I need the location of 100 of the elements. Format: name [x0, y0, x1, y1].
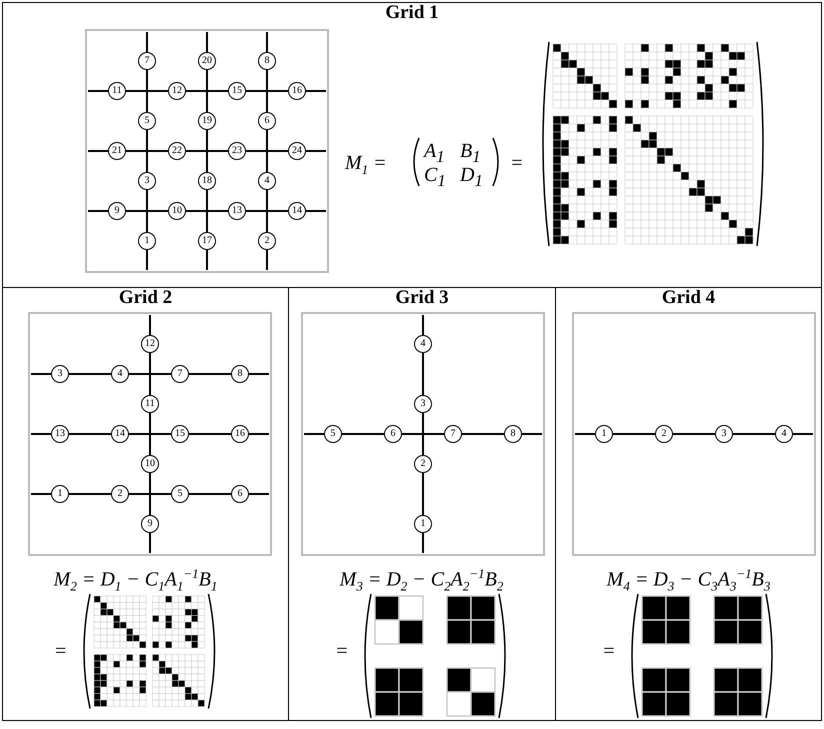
grid-line — [146, 32, 148, 52]
node-circle: 6 — [231, 485, 249, 503]
node-circle: 1 — [51, 485, 69, 503]
grid-line — [462, 433, 504, 435]
node-circle: 2 — [655, 425, 673, 443]
grid-line — [246, 150, 288, 152]
node-circle: 22 — [168, 142, 186, 160]
grid-line — [422, 473, 424, 515]
node-circle: 11 — [141, 395, 159, 413]
node-circle: 13 — [228, 202, 246, 220]
node-circle: 7 — [444, 425, 462, 443]
grid-line — [249, 493, 269, 495]
grid-line — [422, 533, 424, 553]
grid-line — [126, 210, 168, 212]
node-circle: 19 — [198, 112, 216, 130]
node-circle: 16 — [231, 425, 249, 443]
panel-title: Grid 2 — [118, 288, 174, 308]
grid-line — [149, 353, 151, 395]
grid-line — [129, 373, 171, 375]
grid-line — [402, 433, 444, 435]
node-circle: 1 — [138, 232, 156, 250]
grid-line — [88, 90, 108, 92]
grid-line — [249, 373, 269, 375]
equation: M$_{2}$ = D$_{1}$ − C$_{1}$A$_{1}$$^{−1}$B$_{1}$ — [52, 565, 218, 596]
grid-line — [206, 70, 208, 112]
grid-line — [186, 210, 228, 212]
node-circle: 8 — [258, 52, 276, 70]
grid-line — [206, 130, 208, 172]
node-circle: 14 — [111, 425, 129, 443]
grid-line — [129, 433, 171, 435]
grid-line — [149, 473, 151, 515]
grid-line — [186, 90, 228, 92]
node-circle: 5 — [324, 425, 342, 443]
node-circle: 9 — [141, 515, 159, 533]
node-circle: 11 — [108, 82, 126, 100]
node-circle: 24 — [288, 142, 306, 160]
equation: M$_{3}$ = D$_{2}$ − C$_{2}$A$_{2}$$^{−1}$B$_{2}$ — [338, 565, 504, 596]
node-circle: 7 — [171, 365, 189, 383]
grid-line — [146, 70, 148, 112]
node-circle: 8 — [504, 425, 522, 443]
grid-line — [126, 150, 168, 152]
panel-title: Grid 1 — [384, 3, 440, 23]
node-circle: 14 — [288, 202, 306, 220]
grid-line — [522, 433, 542, 435]
node-circle: 4 — [414, 335, 432, 353]
grid-line — [69, 493, 111, 495]
equation: M$_{4}$ = D$_{3}$ − C$_{3}$A$_{3}$$^{−1}$B$_{3}$ — [606, 565, 772, 596]
grid-line — [146, 130, 148, 172]
grid-line — [31, 433, 51, 435]
equals-sign: = — [335, 640, 348, 662]
node-circle: 3 — [715, 425, 733, 443]
panel-title: Grid 4 — [660, 288, 716, 308]
grid-line — [246, 210, 288, 212]
grid-line — [266, 250, 268, 270]
grid-panel — [555, 287, 822, 721]
node-circle: 12 — [168, 82, 186, 100]
grid-line — [186, 150, 228, 152]
node-circle: 3 — [414, 395, 432, 413]
grid-line — [189, 373, 231, 375]
node-circle: 1 — [414, 515, 432, 533]
grid-line — [149, 533, 151, 553]
node-circle: 4 — [258, 172, 276, 190]
grid-line — [149, 315, 151, 335]
grid-line — [422, 353, 424, 395]
node-circle: 2 — [414, 455, 432, 473]
grid-line — [249, 433, 269, 435]
grid-line — [673, 433, 715, 435]
node-circle: 18 — [198, 172, 216, 190]
grid-line — [189, 433, 231, 435]
grid-line — [793, 433, 813, 435]
grid-line — [206, 32, 208, 52]
grid-line — [342, 433, 384, 435]
panel-title: Grid 3 — [394, 288, 450, 308]
grid-line — [146, 190, 148, 232]
grid-line — [266, 130, 268, 172]
grid-line — [422, 315, 424, 335]
grid-line — [31, 493, 51, 495]
grid-line — [733, 433, 775, 435]
grid-line — [266, 70, 268, 112]
grid-line — [306, 150, 326, 152]
node-circle: 17 — [198, 232, 216, 250]
grid-line — [613, 433, 655, 435]
node-circle: 2 — [258, 232, 276, 250]
node-circle: 12 — [141, 335, 159, 353]
grid-line — [306, 90, 326, 92]
grid-line — [266, 190, 268, 232]
node-circle: 23 — [228, 142, 246, 160]
node-circle: 6 — [258, 112, 276, 130]
node-circle: 15 — [228, 82, 246, 100]
grid-line — [31, 373, 51, 375]
equals-sign: = — [602, 640, 616, 662]
node-circle: 3 — [138, 172, 156, 190]
node-circle: 10 — [168, 202, 186, 220]
node-circle: 4 — [111, 365, 129, 383]
equals-sign: = — [510, 152, 524, 174]
node-circle: 15 — [171, 425, 189, 443]
equation: M$_{1}$ = — [345, 152, 387, 179]
node-circle: 1 — [595, 425, 613, 443]
grid-line — [88, 210, 108, 212]
node-circle: 6 — [384, 425, 402, 443]
